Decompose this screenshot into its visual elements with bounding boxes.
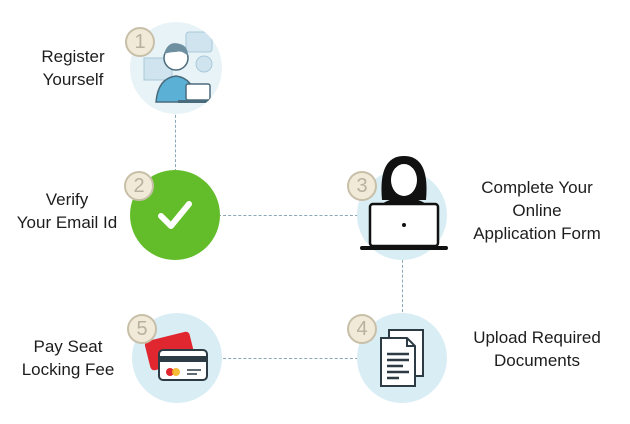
connector-2-3	[218, 215, 358, 216]
checkmark-icon	[158, 201, 192, 229]
step-4-number: 4	[347, 314, 377, 344]
step-2-number: 2	[124, 171, 154, 201]
step-5-circle	[132, 313, 222, 403]
person-laptop-icon	[143, 31, 214, 103]
step-5-label: Pay Seat Locking Fee	[21, 337, 115, 379]
credit-card-icon	[144, 331, 208, 381]
step-3-label: Complete Your Online Application Form	[473, 178, 601, 243]
step-3-number: 3	[347, 171, 377, 201]
connector-1-2	[175, 110, 176, 172]
step-1-label: Register Yourself	[41, 47, 105, 89]
connector-4-5	[218, 358, 358, 359]
step-5-number: 5	[127, 314, 157, 344]
document-icon	[380, 329, 424, 387]
step-2-label: Verify Your Email Id	[16, 190, 118, 232]
step-4-label: Upload Required Documents	[473, 328, 601, 370]
woman-laptop-icon	[360, 156, 448, 250]
connector-3-4	[402, 255, 403, 317]
step-1-number: 1	[125, 27, 155, 57]
step-1-circle	[130, 22, 222, 114]
